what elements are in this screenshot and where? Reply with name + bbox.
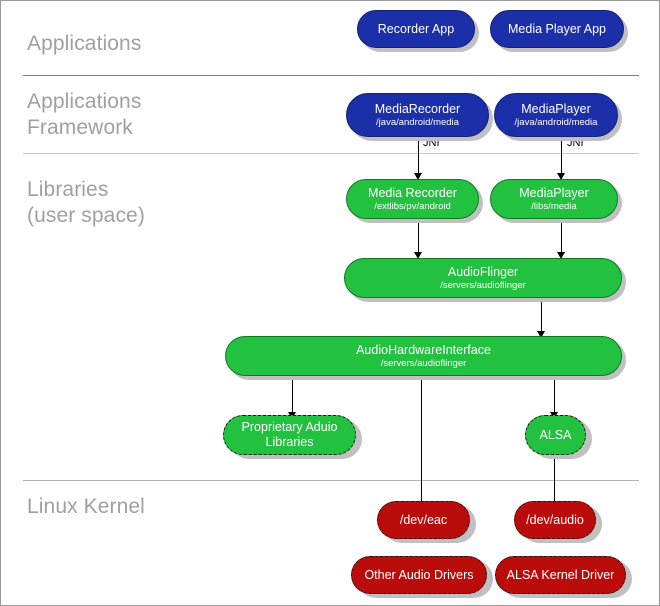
- node-subtitle: /extlibs/pv/android: [374, 201, 451, 212]
- node-title: MediaPlayer: [521, 102, 591, 116]
- node-title: AudioHardwareInterface: [356, 343, 491, 357]
- connector-alsa-to-dev-audio: [554, 457, 555, 505]
- node-media-player-app[interactable]: Media Player App: [490, 10, 624, 48]
- node-dev-eac[interactable]: /dev/eac: [377, 501, 470, 539]
- node-title: Proprietary Aduio Libraries: [241, 420, 338, 449]
- node-alsa-kernel-driver[interactable]: ALSA Kernel Driver: [495, 556, 626, 594]
- node-title: MediaRecorder: [374, 102, 461, 116]
- node-audioflinger[interactable]: AudioFlinger /servers/audioflinger: [344, 258, 622, 298]
- node-mediaplayer-lib[interactable]: MediaPlayer /libs/media: [490, 179, 618, 219]
- band-label-linux-kernel: Linux Kernel: [27, 495, 145, 518]
- node-title: ALSA: [539, 427, 572, 442]
- node-alsa[interactable]: ALSA: [525, 415, 586, 455]
- node-title: /dev/eac: [399, 512, 448, 527]
- node-mediarecorder-framework[interactable]: MediaRecorder /java/android/media: [346, 93, 489, 137]
- node-title: Media Recorder: [368, 186, 457, 200]
- arrowhead-mediaplayerlib-to-audioflinger: [557, 252, 565, 259]
- arrowhead-mediaplayer-to-lib: [557, 173, 565, 180]
- node-mediaplayer-framework[interactable]: MediaPlayer /java/android/media: [494, 93, 618, 137]
- connector-ahi-to-dev-eac: [421, 374, 422, 505]
- arrowhead-mediarecorderlib-to-audioflinger: [414, 252, 422, 259]
- node-media-recorder-lib[interactable]: Media Recorder /extlibs/pv/android: [346, 179, 479, 219]
- node-subtitle: /java/android/media: [376, 117, 459, 128]
- connector-mediaplayer-to-lib: [561, 141, 562, 179]
- node-subtitle: /java/android/media: [514, 117, 598, 128]
- connector-mediaplayerlib-to-audioflinger: [561, 221, 562, 257]
- band-label-applications: Applications: [27, 32, 142, 55]
- node-title: MediaPlayer: [519, 186, 589, 200]
- divider-applications: [23, 75, 639, 76]
- connector-mediarecorder-to-lib: [418, 141, 419, 179]
- connector-audioflinger-to-audiohardwareinterface: [541, 300, 542, 336]
- arrowhead-audioflinger-to-audiohardwareinterface: [537, 331, 545, 338]
- node-title: ALSA Kernel Driver: [506, 567, 615, 582]
- node-title: AudioFlinger: [447, 265, 519, 279]
- node-dev-audio[interactable]: /dev/audio: [514, 501, 596, 539]
- node-subtitle: /servers/audioflinger: [440, 280, 526, 291]
- divider-applications-framework: [23, 153, 639, 154]
- band-label-applications-framework: Applications Framework: [27, 90, 142, 139]
- node-title: Media Player App: [508, 21, 606, 36]
- connector-mediarecorderlib-to-audioflinger: [418, 221, 419, 257]
- connector-ahi-to-proprietary-libs: [292, 374, 293, 417]
- divider-linux-kernel: [23, 480, 639, 481]
- band-label-libraries: Libraries (user space): [27, 178, 145, 227]
- connector-ahi-to-alsa: [554, 374, 555, 417]
- node-subtitle: /libs/media: [531, 201, 577, 212]
- node-subtitle: /servers/audioflinger: [380, 358, 467, 369]
- node-title: Recorder App: [377, 21, 455, 36]
- arrowhead-mediarecorder-to-lib: [414, 173, 422, 180]
- node-other-audio-drivers[interactable]: Other Audio Drivers: [351, 556, 487, 594]
- node-title: /dev/audio: [526, 512, 584, 527]
- node-recorder-app[interactable]: Recorder App: [357, 10, 475, 48]
- node-title: Other Audio Drivers: [364, 567, 474, 582]
- node-audiohardwareinterface[interactable]: AudioHardwareInterface /servers/audiofli…: [225, 336, 622, 376]
- node-proprietary-audio-libs[interactable]: Proprietary Aduio Libraries: [223, 415, 356, 455]
